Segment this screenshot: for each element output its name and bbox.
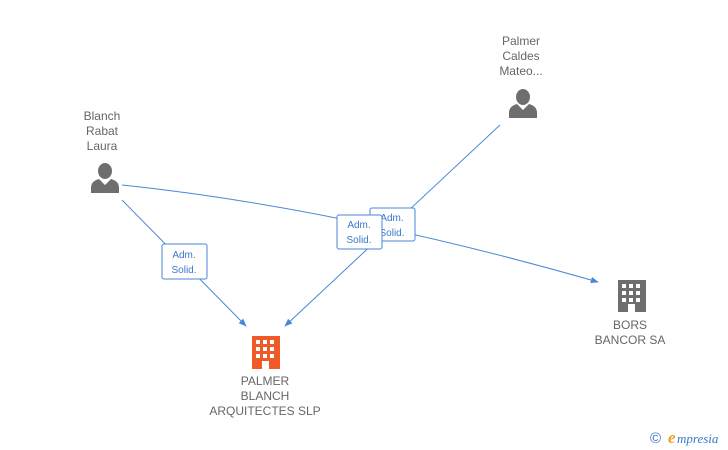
edge-label-palmer-person-palmer-company[interactable]: Adm. Solid. (336, 214, 383, 250)
edge-label-line: Adm. (347, 220, 370, 231)
building-icon (618, 280, 646, 312)
node-label-line: Laura (87, 139, 118, 153)
node-label-line: Caldes (502, 49, 539, 63)
node-palmer-blanch-arquitectes[interactable]: PALMER BLANCH ARQUITECTES SLP (209, 336, 321, 418)
brand-logo-text: mpresia (677, 431, 719, 446)
person-icon (91, 163, 119, 193)
brand-footer: © e mpresia (650, 428, 719, 447)
node-label-line: Palmer (502, 34, 540, 48)
node-label-line: BLANCH (241, 389, 290, 403)
node-label-line: Mateo... (499, 64, 542, 78)
node-bors-bancor-sa[interactable]: BORS BANCOR SA (595, 280, 666, 347)
node-label-line: ARQUITECTES SLP (209, 404, 320, 418)
edge-label-line: Adm. (380, 213, 403, 224)
edge-label-line: Solid. (379, 228, 404, 239)
node-label-line: Blanch (84, 109, 121, 123)
edge-label-blanch-palmer-company[interactable]: Adm. Solid. (161, 243, 208, 280)
node-label-line: Rabat (86, 124, 119, 138)
node-blanch-rabat-laura[interactable]: Blanch Rabat Laura (84, 109, 121, 193)
node-label-line: BORS (613, 318, 647, 332)
brand-logo-initial: e (668, 428, 676, 447)
building-icon (252, 336, 280, 369)
node-label-line: BANCOR SA (595, 333, 666, 347)
edge-label-line: Solid. (346, 235, 371, 246)
person-icon (509, 89, 537, 118)
node-label-line: PALMER (241, 374, 290, 388)
edge-label-line: Adm. (172, 250, 195, 261)
edge-label-line: Solid. (171, 265, 196, 276)
node-palmer-caldes-mateo[interactable]: Palmer Caldes Mateo... (499, 34, 543, 118)
copyright-icon: © (650, 430, 661, 447)
